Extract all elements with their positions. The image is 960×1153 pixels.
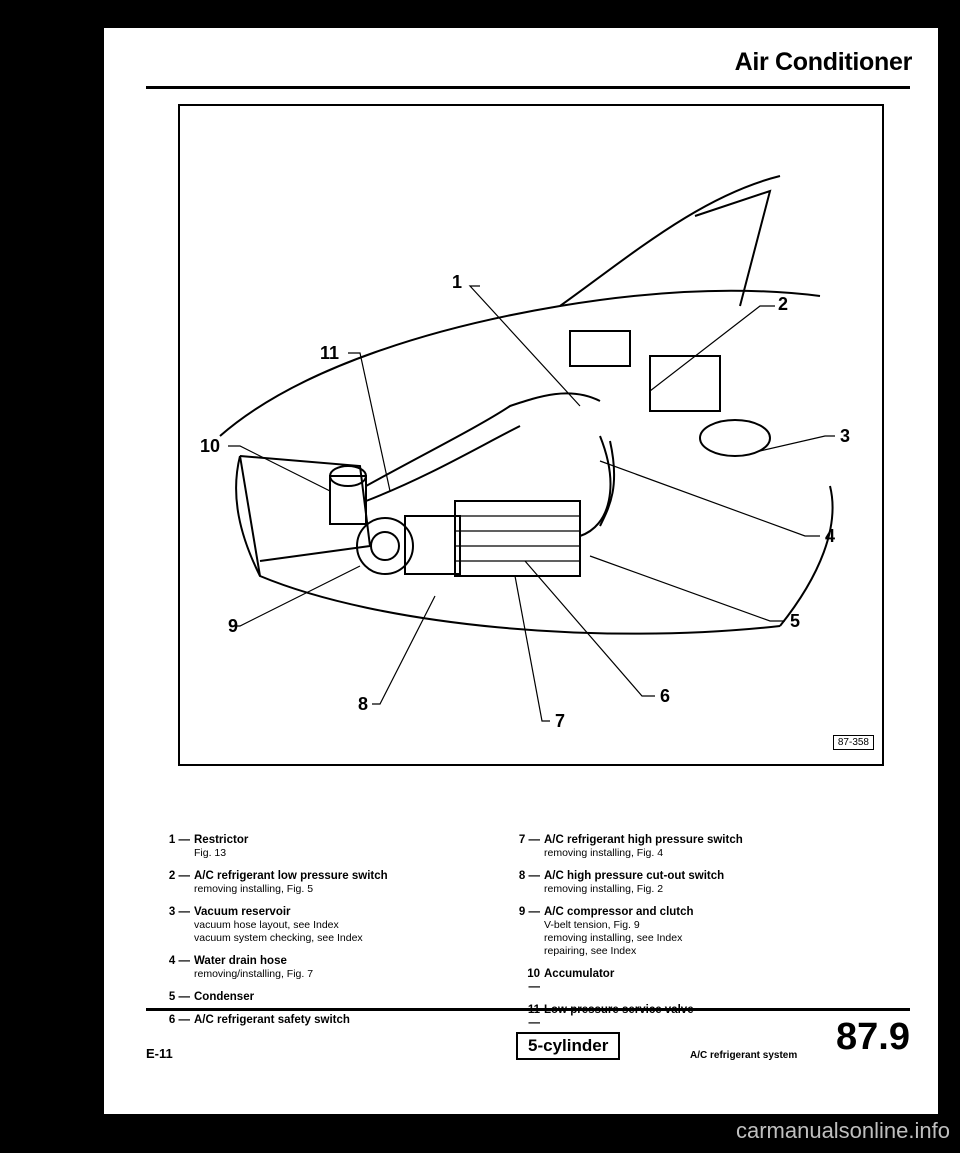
legend-title: A/C compressor and clutch (544, 906, 694, 918)
page-title: Air Conditioner (734, 48, 913, 76)
evaporator-box (569, 330, 631, 367)
legend-subtext: removing installing, Fig. 5 (194, 883, 314, 895)
leader-lines (228, 285, 835, 722)
header-rule (146, 86, 910, 89)
ac-system-illustration (219, 175, 835, 722)
legend-number: 3 — (168, 906, 190, 918)
legend-text: A/C refrigerant safety switch (194, 1014, 428, 1027)
legend-subtext: repairing, see Index (544, 945, 637, 957)
manual-page: Air Conditioner (104, 28, 938, 1114)
callout-7: 7 (555, 711, 566, 731)
vacuum-reservoir (699, 419, 771, 457)
legend-subtext: V-belt tension, Fig. 9 (544, 919, 640, 931)
callout-6: 6 (660, 686, 671, 706)
engine-bay-figure: 1 2 3 4 5 6 7 8 9 10 11 87-358 (178, 104, 884, 766)
bumper-line (239, 455, 781, 635)
callout-3: 3 (840, 426, 851, 446)
footer-rule (146, 1008, 910, 1011)
legend-text: Condenser (194, 991, 428, 1004)
legend-number: 8 — (518, 870, 540, 882)
legend-number: 9 — (518, 906, 540, 918)
legend-subtext: vacuum system checking, see Index (194, 932, 363, 944)
figure-ref: 87-358 (832, 735, 874, 750)
callout-5: 5 (790, 611, 801, 631)
fender-line (779, 485, 834, 627)
legend-number: 4 — (168, 955, 190, 967)
page-number: 87.9 (836, 1016, 910, 1058)
legend-subtext: removing installing, see Index (544, 932, 683, 944)
callout-1: 1 (452, 272, 463, 292)
headlight-outline (239, 455, 372, 562)
legend-title: Condenser (194, 991, 255, 1003)
legend-item: 10 — Accumulator (518, 968, 818, 994)
legend-title: A/C refrigerant high pressure switch (544, 834, 743, 846)
legend-number: 7 — (518, 834, 540, 846)
footer-caption: A/C refrigerant system (690, 1050, 798, 1061)
legend-subtext: removing/installing, Fig. 7 (194, 968, 314, 980)
callout-10: 10 (200, 436, 221, 456)
callout-8: 8 (358, 694, 369, 714)
legend-title: A/C refrigerant low pressure switch (194, 870, 388, 882)
hood-rear-edge (559, 289, 821, 307)
legend-subtext: vacuum hose layout, see Index (194, 919, 339, 931)
callout-9: 9 (228, 616, 239, 636)
refrigerant-line-low (365, 392, 601, 487)
legend-title: Water drain hose (194, 955, 287, 967)
legend-title: Accumulator (544, 968, 615, 980)
legend-title: Restrictor (194, 834, 249, 846)
engine-label-box: 5-cylinder (516, 1032, 621, 1060)
compressor-body (404, 515, 461, 575)
condenser-block (454, 500, 581, 577)
headlight-edge (235, 455, 261, 577)
legend-number: 1 — (168, 834, 190, 846)
hood-edge (219, 175, 781, 437)
legend-title: A/C high pressure cut-out switch (544, 870, 725, 882)
legend-item: 6 — A/C refrigerant safety switch (168, 1014, 428, 1027)
legend-number: 6 — (168, 1014, 190, 1026)
legend-subtext: Fig. 13 (194, 847, 227, 859)
legend-title: A/C refrigerant safety switch (194, 1014, 350, 1026)
firewall-module (649, 355, 721, 412)
legend-title: Vacuum reservoir (194, 906, 291, 918)
callout-4: 4 (825, 526, 836, 546)
section-code: E-11 (146, 1046, 173, 1061)
refrigerant-line-high (579, 435, 612, 537)
windshield-frame (694, 189, 772, 307)
legend-number: 5 — (168, 991, 190, 1003)
legend-text: Accumulator (544, 968, 818, 994)
legend-number: 2 — (168, 870, 190, 882)
watermark: carmanualsonline.info (735, 1118, 950, 1143)
legend-subtext: removing installing, Fig. 4 (544, 847, 664, 859)
legend-subtext: removing installing, Fig. 2 (544, 883, 664, 895)
compressor-pulley (356, 517, 414, 575)
legend-item: 5 — Condenser (168, 991, 428, 1004)
water-drain-hose (599, 440, 616, 527)
legend-number: 10 — (527, 968, 540, 993)
callout-11: 11 (320, 343, 340, 363)
callout-2: 2 (778, 294, 789, 314)
